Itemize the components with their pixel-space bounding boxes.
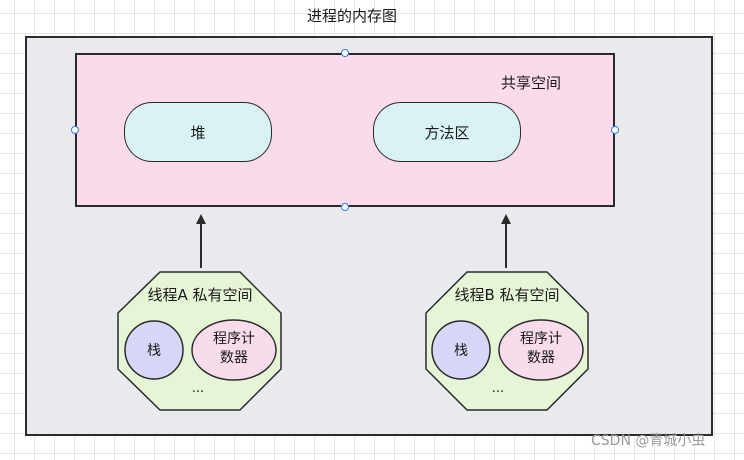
watermark: CSDN @青城小虫 [591, 433, 706, 449]
thread-a-pc-node[interactable] [191, 319, 277, 381]
selection-handle-bottom[interactable] [341, 203, 349, 211]
thread-b-stack-node[interactable] [431, 320, 491, 380]
thread-a-stack-node[interactable] [124, 320, 184, 380]
thread-b-more: ... [491, 381, 505, 396]
thread-a-pc-line2: 数器 [220, 350, 248, 366]
diagram-title: 进程的内存图 [306, 7, 397, 25]
thread-a-stack-label: 栈 [147, 343, 161, 359]
thread-b-label: 线程B 私有空间 [454, 286, 560, 304]
method-area-node[interactable]: 方法区 [373, 102, 521, 162]
thread-a-label: 线程A 私有空间 [147, 286, 253, 304]
thread-b-pc-node[interactable] [498, 319, 584, 381]
shared-space-label: 共享空间 [501, 74, 562, 92]
thread-b-pc-line2: 数器 [527, 350, 555, 366]
method-area-label: 方法区 [424, 123, 470, 142]
thread-b-pc-line1: 程序计 [520, 331, 562, 347]
thread-b-stack-label: 栈 [454, 343, 468, 359]
thread-a-pc-line1: 程序计 [213, 331, 255, 347]
thread-a-pc-text: 程序计 数器 [192, 330, 276, 368]
selection-handle-top[interactable] [341, 49, 349, 57]
selection-handle-right[interactable] [611, 126, 619, 134]
heap-label: 堆 [190, 123, 206, 142]
selection-handle-left[interactable] [71, 126, 79, 134]
thread-b-pc-text: 程序计 数器 [499, 330, 583, 368]
thread-a-more: ... [191, 381, 205, 396]
heap-node[interactable]: 堆 [124, 102, 272, 162]
